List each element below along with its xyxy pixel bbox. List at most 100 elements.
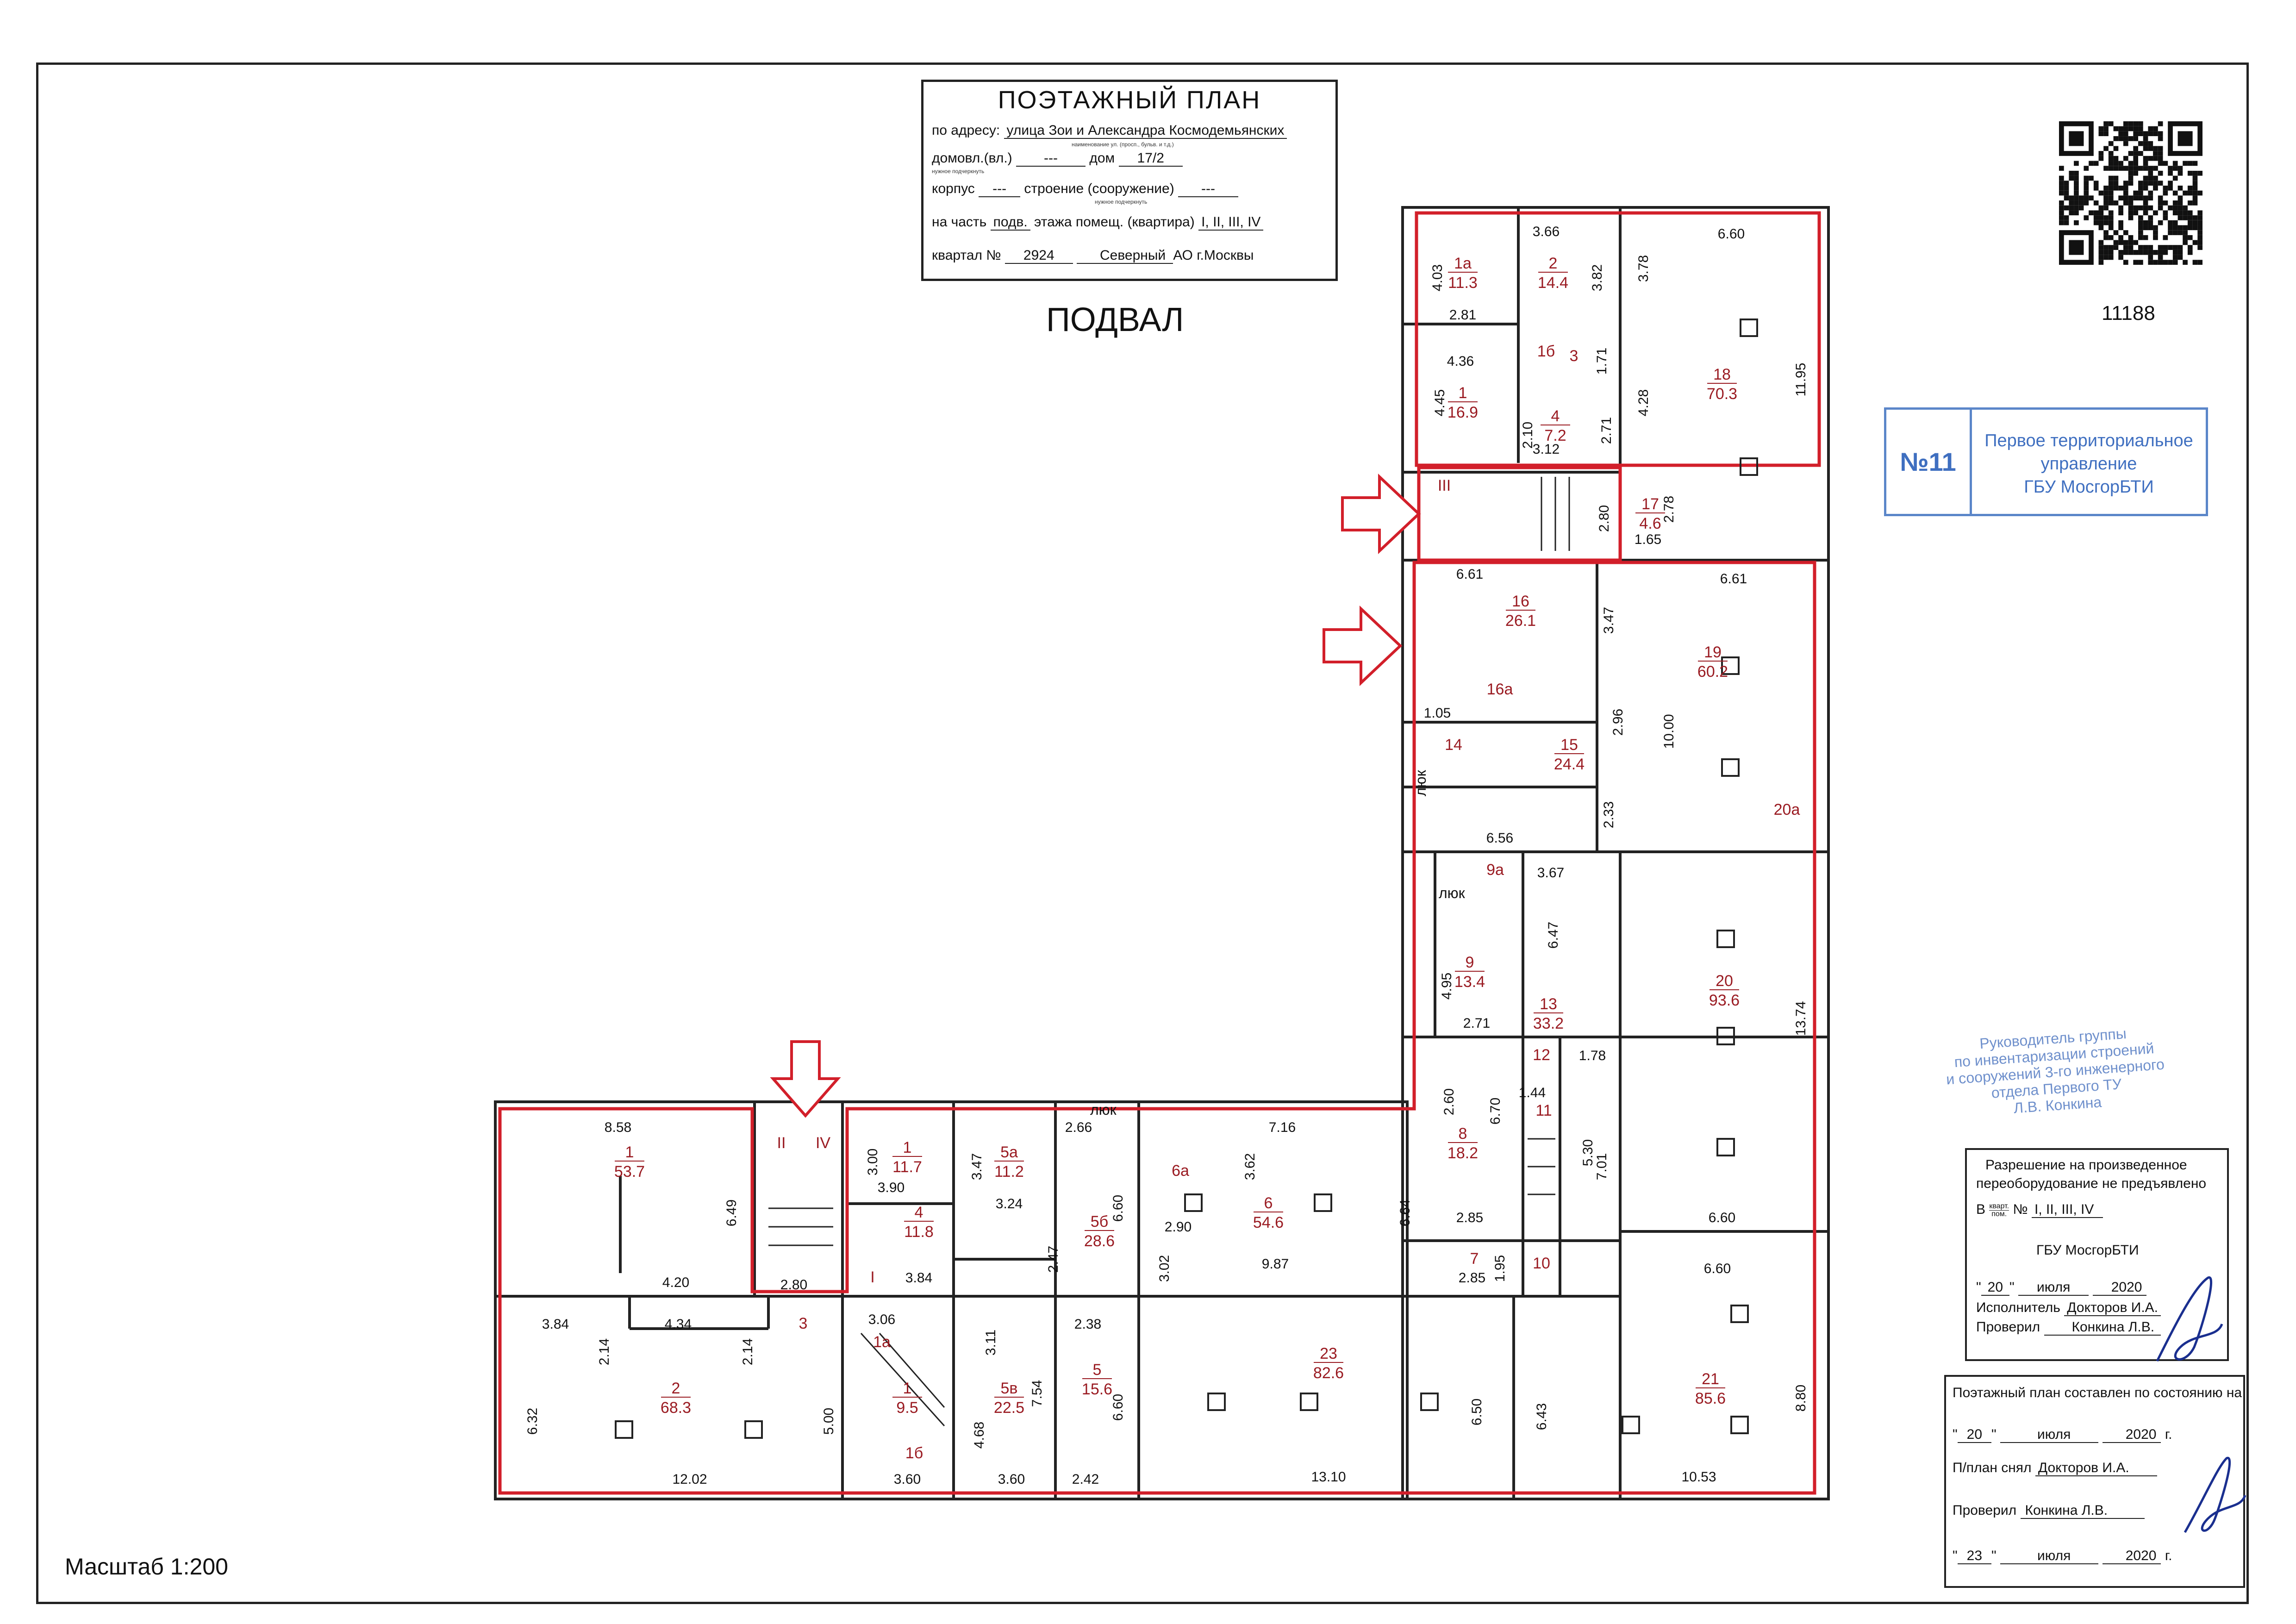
room-dimension: 5.00 — [821, 1408, 836, 1435]
hatch-label-3: люк — [1439, 885, 1466, 901]
room-dimension: 12.02 — [672, 1472, 707, 1487]
room-area-19: 60.2 — [1697, 663, 1728, 681]
room-number-16a: 16а — [1487, 681, 1513, 698]
room-dimension: 5.30 — [1580, 1139, 1596, 1166]
chast-line: на часть подв. этажа помещ. (квартира) I… — [932, 214, 1264, 231]
room-area-6: 54.6 — [1253, 1214, 1284, 1231]
room-number-5в: 5в — [1001, 1380, 1018, 1397]
room-area-4: 7.2 — [1544, 427, 1566, 444]
room-dimension: 11.95 — [1793, 363, 1809, 397]
qr-code-icon — [2059, 121, 2202, 265]
room-number-1: 1 — [1459, 384, 1467, 402]
composed-date-1: "20" июля 2020 г. — [1953, 1427, 2172, 1443]
room-number-18: 18 — [1713, 366, 1731, 383]
room-dimension: 2.80 — [780, 1277, 807, 1293]
room-number-6: 6 — [1264, 1194, 1273, 1212]
room-dimension: 3.84 — [542, 1317, 569, 1332]
approval-premises-line: В кварт. пом. № I, II, III, IV — [1976, 1202, 2103, 1218]
room-dimension: 6.60 — [1704, 1261, 1731, 1276]
room-number-4: 4 — [1551, 407, 1560, 425]
room-number-17: 17 — [1641, 495, 1659, 513]
room-number-2_68.3: 2 — [672, 1380, 680, 1397]
room-dimension: 7.01 — [1594, 1153, 1610, 1180]
room-number-1a: 1a — [1454, 255, 1472, 272]
room-dimension: 3.78 — [1636, 255, 1651, 282]
room-dimension: 4.20 — [662, 1275, 689, 1290]
drawing-frame — [36, 62, 2249, 1604]
room-number-1_11.7: 1 — [903, 1139, 912, 1156]
room-area-5: 15.6 — [1082, 1380, 1112, 1398]
room-dimension: 10.00 — [1661, 714, 1677, 749]
room-number-1_53.7: 1 — [625, 1143, 634, 1161]
red-outline-main — [498, 561, 1816, 1495]
address-value: улица Зои и Александра Космодемьянских — [1004, 123, 1287, 139]
room-dimension: 4.34 — [665, 1317, 692, 1332]
room-dimension: 4.28 — [1636, 389, 1651, 416]
room-area-17: 4.6 — [1639, 515, 1661, 532]
room-dimension: 3.84 — [905, 1270, 932, 1286]
stamp-number: №11 — [1886, 410, 1972, 514]
room-dimension: 2.33 — [1601, 801, 1616, 828]
room-dimension: 6.61 — [1456, 567, 1483, 582]
room-dimension: 2.10 — [1520, 422, 1535, 449]
room-dimension: 2.14 — [740, 1338, 755, 1365]
room-dimension: 3.82 — [1590, 264, 1605, 291]
room-dimension: 4.36 — [1447, 354, 1474, 369]
room-area-1: 16.9 — [1447, 404, 1478, 421]
signature-1-icon — [2156, 1276, 2223, 1362]
composed-date-2: "23" июля 2020 г. — [1953, 1548, 2172, 1564]
stamp-text: Первое территориальное управление ГБУ Мо… — [1984, 431, 2193, 497]
room-number-1a_low: 1а — [873, 1333, 891, 1351]
taken-line: П/план снял Докторов И.А. — [1953, 1460, 2157, 1476]
room-dimension: 6.70 — [1488, 1098, 1503, 1124]
room-dimension: 2.66 — [1065, 1120, 1092, 1135]
room-dimension: 3.66 — [1533, 224, 1560, 239]
room-area-15: 24.4 — [1554, 756, 1585, 773]
room-dimension: 6.60 — [1718, 226, 1745, 242]
room-number-5a: 5а — [1000, 1143, 1018, 1161]
wall-bottom-wing — [494, 1100, 1409, 1500]
room-dimension: 2.85 — [1459, 1270, 1485, 1286]
room-dimension: 8.58 — [605, 1120, 631, 1135]
room-number-5б: 5б — [1091, 1213, 1108, 1230]
room-area-20: 93.6 — [1709, 992, 1740, 1009]
room-dimension: 3.62 — [1242, 1153, 1258, 1180]
room-number-I: I — [870, 1268, 874, 1286]
room-dimension: 13.74 — [1793, 1001, 1809, 1036]
room-area-4_11.8: 11.8 — [904, 1223, 934, 1241]
room-dimension: 9.87 — [1262, 1256, 1289, 1272]
plan-title: ПОЭТАЖНЫЙ ПЛАН — [998, 86, 1261, 114]
room-dimension: 6.60 — [1111, 1195, 1126, 1222]
title-block: ПОЭТАЖНЫЙ ПЛАН по адресу: улица Зои и Ал… — [921, 80, 1338, 281]
room-area-2: 14.4 — [1538, 274, 1568, 292]
room-dimension: 6.43 — [1534, 1403, 1549, 1430]
room-number-8: 8 — [1459, 1125, 1467, 1143]
room-dimension: 6.64 — [1398, 1199, 1413, 1226]
approval-date: "20" июля 2020 — [1976, 1280, 2147, 1296]
room-area-23: 82.6 — [1313, 1364, 1344, 1382]
room-dimension: 3.06 — [868, 1312, 895, 1327]
room-dimension: 4.68 — [972, 1422, 987, 1449]
room-dimension: 3.11 — [983, 1330, 998, 1355]
room-dimension: 2.71 — [1463, 1016, 1490, 1031]
room-number-3: 3 — [1570, 347, 1578, 365]
room-number-1б_low: 1б — [905, 1444, 923, 1462]
room-dimension: 2.81 — [1449, 307, 1476, 323]
room-dimension: 2.60 — [1441, 1088, 1457, 1115]
room-dimension: 13.10 — [1311, 1469, 1346, 1485]
room-dimension: 2.90 — [1165, 1219, 1192, 1235]
room-number-IV: IV — [816, 1134, 830, 1152]
room-dimension: 2.38 — [1074, 1317, 1101, 1332]
room-dimension: 1.95 — [1492, 1255, 1508, 1282]
room-number-9: 9 — [1466, 954, 1474, 971]
room-number-III: III — [1438, 477, 1451, 494]
room-area-21: 85.6 — [1695, 1390, 1726, 1407]
underline-hint-2: нужное подчеркнуть — [1095, 199, 1148, 205]
room-dimension: 6.60 — [1709, 1210, 1735, 1225]
room-area-8: 18.2 — [1447, 1144, 1478, 1162]
room-dimension: 1.05 — [1424, 706, 1451, 721]
room-number-15: 15 — [1560, 736, 1578, 754]
room-number-2: 2 — [1549, 255, 1558, 272]
entrance-arrow-2-icon — [1323, 606, 1403, 686]
